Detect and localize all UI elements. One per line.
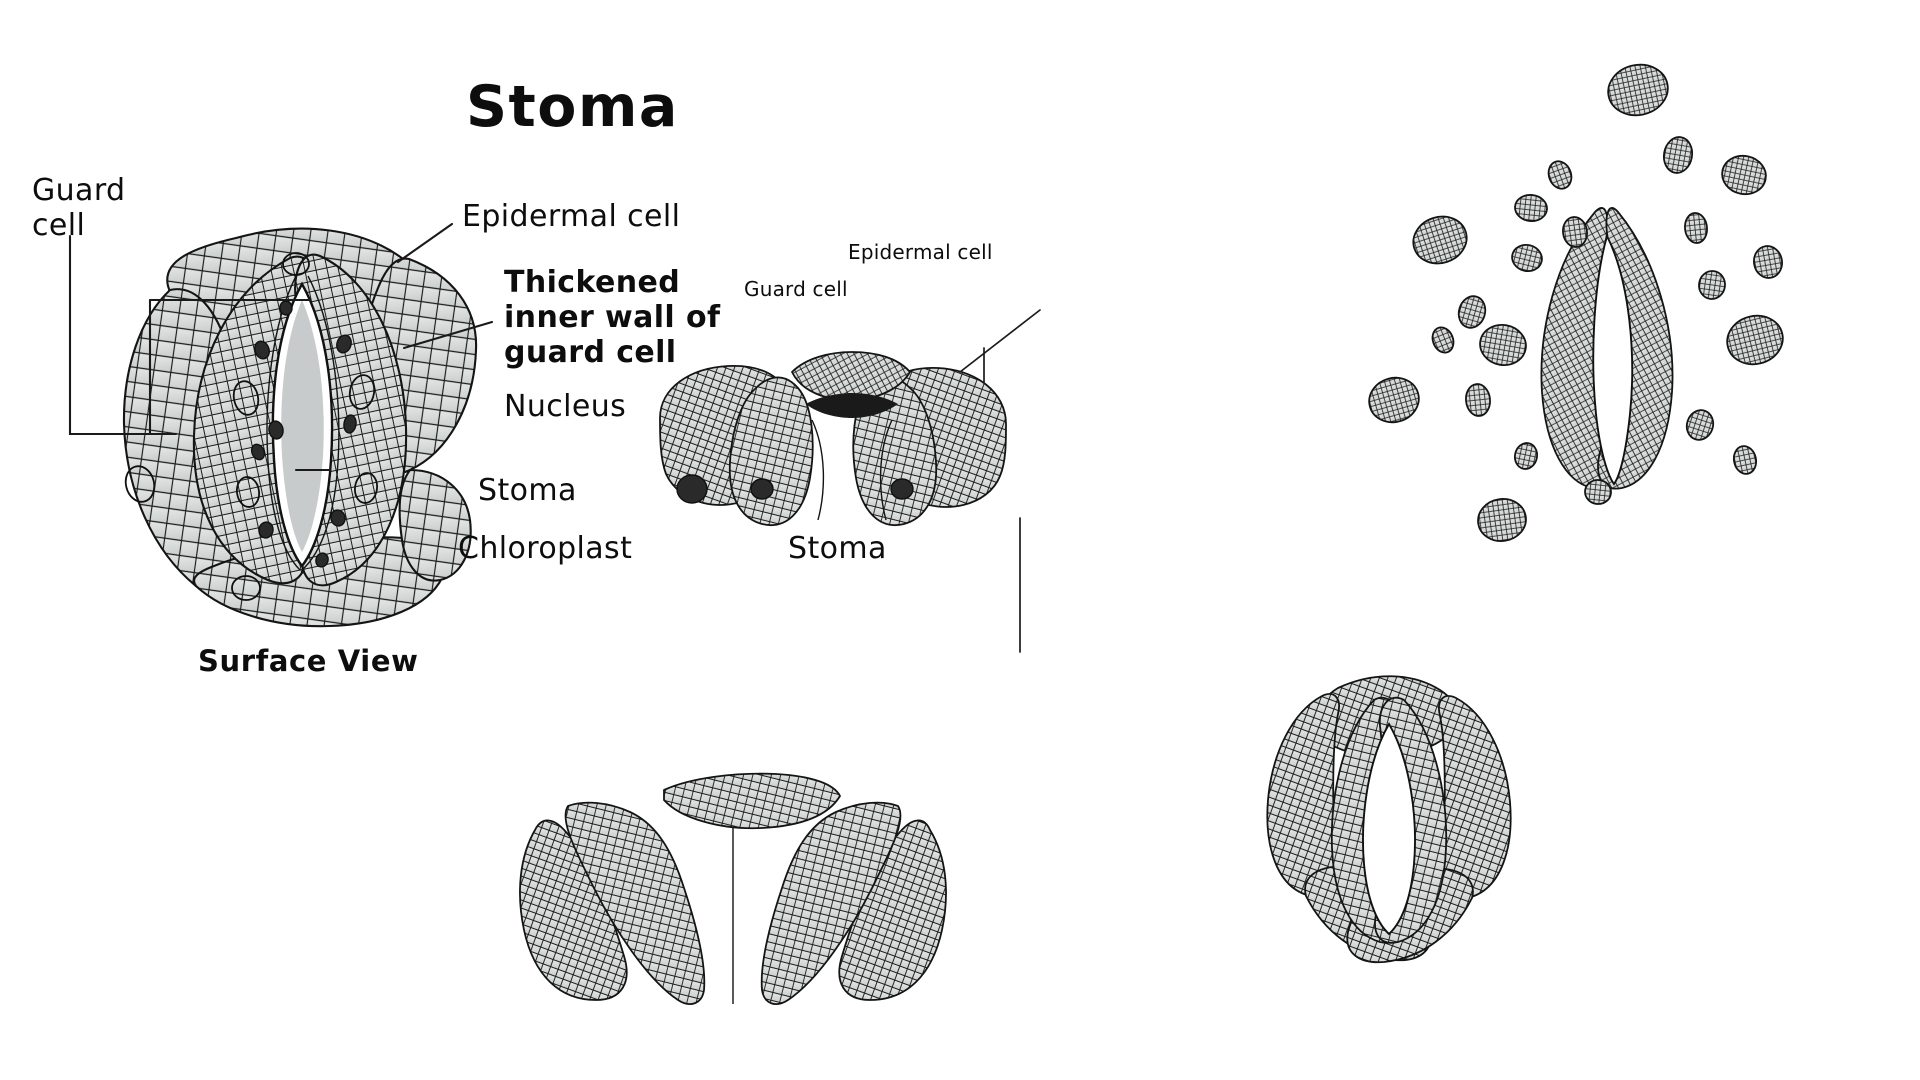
nucleus-epidermal-bottom [231,575,261,601]
section-nucleus-mid-right [890,478,914,500]
label-epidermal-cell-surface: Epidermal cell [462,199,681,234]
thickened-inner-wall-left [266,275,301,571]
figure-open-stoma-cluster [1368,63,1784,542]
leader-guard-cell [68,234,178,436]
figure-surface-view [68,222,494,628]
closed-surface-epidermal-right [1438,695,1512,900]
figure-closed-section [519,772,947,1005]
stomatal-pore [271,281,334,568]
label-stoma-surface: Stoma [478,473,577,508]
chloroplast-group [250,300,357,568]
nucleus-left-2 [236,476,260,508]
guard-cell-right [294,253,408,587]
open-stomatal-pore [1592,233,1634,486]
caption-surface-view: Surface View [198,644,419,678]
leader-section-epidermal [959,309,1041,373]
section-guard-left [728,376,814,526]
guard-cell-left [192,255,318,585]
epidermal-cell-right-upper [354,257,478,476]
section-pore-rim [791,351,911,401]
closed-surface-guard-left [1330,696,1404,944]
section-stomatal-pore [806,393,898,418]
section-nucleus-mid-left [750,478,774,500]
closed-surface-epidermal-bottom-right [1346,867,1474,964]
section-nucleus-left [676,474,708,504]
label-guard-cell-section: Guard cell [744,277,848,301]
section-epidermal-right [873,367,1007,508]
label-chloroplast: Chloroplast [458,531,633,566]
closed-section-guard-right [760,801,902,1005]
section-guard-right [852,376,938,526]
label-stoma-section: Stoma [788,531,887,566]
epidermal-cell-left [122,288,257,599]
nucleus-epidermal-top [282,252,310,276]
nucleus-right [348,374,376,410]
nucleus-left [232,380,260,416]
label-thickened-inner-wall: Thickened inner wall of guard cell [504,265,721,370]
leader-epidermal-cell [396,222,454,264]
closed-surface-guard-right [1374,696,1448,944]
page-title: Stoma [466,74,679,140]
thickened-inner-wall-right [301,275,340,571]
nucleus-epidermal-left [124,465,156,503]
label-epidermal-cell-section: Epidermal cell [848,240,993,264]
epidermal-cell-top [166,227,428,366]
closed-section-epidermal-right [838,819,947,1001]
closed-surface-epidermal-bottom-left [1304,865,1432,962]
closed-section-center-cell [663,772,841,830]
open-guard-left [1540,207,1617,490]
label-guard-cell-surface: Guard cell [32,173,126,243]
section-cavity-left [811,419,825,521]
closed-section-epidermal-left [519,819,628,1001]
closed-surface-epidermal-left [1266,693,1340,898]
section-epidermal-left [659,365,793,506]
stomatal-pore-shading [281,300,324,552]
open-guard-right [1597,207,1674,490]
chloroplast-cluster [1368,63,1784,542]
nucleus-right-2 [354,472,378,504]
label-nucleus: Nucleus [504,389,627,424]
epidermal-cell-bottom [192,536,446,628]
closed-surface-epidermal-top [1316,675,1458,758]
closed-section-guard-left [564,801,706,1005]
figure-closed-surface [1266,675,1512,964]
section-cavity-right [879,419,893,521]
closed-surface-pore [1362,722,1416,936]
leader-thickened-wall [402,320,494,350]
